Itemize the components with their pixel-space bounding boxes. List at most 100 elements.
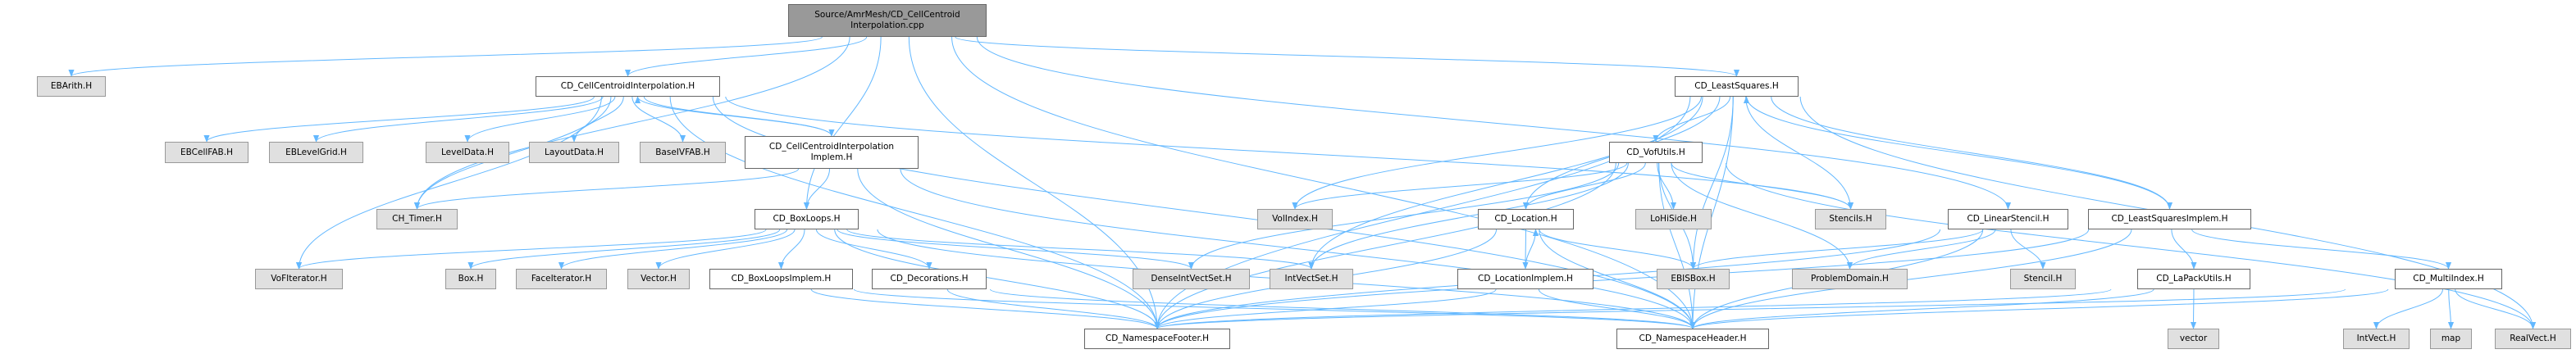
edge-vofutils-to-ivs: [1308, 162, 1629, 270]
edge-root-to-nsheader: [951, 36, 1696, 329]
edge-multiindex-to-realvect: [2455, 288, 2537, 329]
edge-leastsquares-to-lsimpl: [1771, 96, 2173, 210]
node-faceiterator: FaceIterator.H: [516, 269, 607, 289]
node-lapack[interactable]: CD_LaPackUtils.H: [2137, 269, 2250, 289]
edge-cci-to-ebcellfab: [203, 96, 595, 143]
edge-root-to-leastsquares: [955, 36, 1739, 77]
edge-decorations-to-nsheader: [989, 288, 1696, 329]
node-lohiside: LoHiSide.H: [1635, 209, 1712, 229]
node-ebisbox: EBISBox.H: [1657, 269, 1730, 289]
edge-vofutils-to-denseivs: [1188, 162, 1620, 270]
edge-lsimpl-to-multiindex: [2191, 229, 2451, 270]
edge-linearstencil-to-ebisbox: [1690, 229, 1984, 270]
edge-lsimpl-to-lapack: [2171, 229, 2197, 270]
edge-cci-to-stencils: [725, 96, 1853, 210]
edge-lsimpl-to-leastsquares: [1743, 96, 2170, 210]
node-denseivs: DenseIntVectSet.H: [1133, 269, 1250, 289]
edge-vofutils-to-stencils: [1671, 162, 1854, 210]
node-problemdomain: ProblemDomain.H: [1792, 269, 1908, 289]
node-baseivfab: BaseIVFAB.H: [640, 142, 726, 163]
edge-vofutils-to-realvect: [1726, 162, 2537, 329]
node-cciimpl[interactable]: CD_CellCentroidInterpolation Implem.H: [745, 136, 919, 169]
edge-multiindex-to-nsfooter: [1154, 288, 2346, 329]
edge-boxloops-to-decorations: [815, 229, 932, 270]
edge-locationimpl-to-location: [1525, 229, 1539, 270]
edge-boxloops-to-vectorh: [655, 229, 796, 270]
edge-leastsquares-to-stencils: [1745, 96, 1854, 210]
edge-boxloops-to-boxloopsimpl: [777, 229, 805, 270]
edge-boxloopsimpl-to-nsfooter: [810, 288, 1160, 329]
node-leastsquares[interactable]: CD_LeastSquares.H: [1675, 76, 1799, 97]
edge-vofutils-to-nsheader: [1658, 162, 1696, 329]
edge-cci-to-nsfooter: [669, 96, 1160, 329]
edge-decorations-to-nsfooter: [946, 288, 1160, 329]
edge-cciimpl-to-chtimer: [414, 168, 800, 210]
edge-linearstencil-to-stencil: [2010, 229, 2046, 270]
node-locationimpl[interactable]: CD_LocationImplem.H: [1457, 269, 1593, 289]
edge-lsimpl-to-nsfooter: [1154, 229, 2090, 329]
node-lsimpl[interactable]: CD_LeastSquaresImplem.H: [2088, 209, 2251, 229]
edge-vofutils-to-lohiside: [1657, 162, 1677, 210]
edge-cci-to-eblevelgrid: [313, 96, 604, 143]
node-chtimer: CH_Timer.H: [376, 209, 458, 229]
node-ivs: IntVectSet.H: [1270, 269, 1353, 289]
edge-leastsquares-to-ebisbox: [1689, 96, 1734, 270]
edge-lapack-to-nsheader: [1689, 288, 2154, 329]
edge-locationimpl-to-nsheader: [1538, 288, 1696, 329]
node-root[interactable]: Source/AmrMesh/CD_CellCentroid Interpola…: [788, 4, 987, 37]
edge-root-to-chtimer: [413, 36, 850, 210]
node-nsfooter[interactable]: CD_NamespaceFooter.H: [1084, 329, 1230, 349]
edge-lapack-to-nsfooter: [1154, 288, 2112, 329]
node-cci[interactable]: CD_CellCentroidInterpolation.H: [536, 76, 720, 97]
edge-boxloops-to-ivs: [846, 229, 1315, 270]
node-boxloopsimpl[interactable]: CD_BoxLoopsImplem.H: [709, 269, 853, 289]
edge-root-to-cci: [625, 36, 868, 77]
node-vector: vector: [2168, 329, 2219, 349]
edge-cciimpl-to-nsheader: [900, 168, 1696, 329]
node-map: map: [2430, 329, 2472, 349]
edge-vofutils-to-volindex: [1292, 162, 1628, 210]
node-leveldata: LevelData.H: [426, 142, 509, 163]
node-multiindex[interactable]: CD_MultiIndex.H: [2395, 269, 2502, 289]
edge-boxloops-to-box: [467, 229, 781, 270]
edge-location-to-nsheader: [1539, 229, 1696, 329]
edge-root-to-linearstencil: [976, 36, 2011, 210]
edge-cciimpl-to-cci: [634, 96, 832, 137]
edge-vofutils-to-nsfooter: [1154, 162, 1616, 329]
edge-boxloops-to-vofiterator: [296, 229, 767, 270]
edge-cci-to-layoutdata: [571, 96, 624, 143]
node-volindex: VolIndex.H: [1257, 209, 1333, 229]
edge-leastsquares-to-vofutils: [1653, 96, 1731, 143]
node-vofutils[interactable]: CD_VofUtils.H: [1609, 142, 1703, 163]
node-realvect: RealVect.H: [2495, 329, 2571, 349]
edge-cci-to-vofiterator: [295, 96, 602, 270]
node-location[interactable]: CD_Location.H: [1478, 209, 1574, 229]
edge-multiindex-to-intvect: [2373, 288, 2443, 329]
node-stencils: Stencils.H: [1815, 209, 1886, 229]
edge-leastsquares-to-volindex: [1292, 96, 1702, 210]
edge-cciimpl-to-boxloops: [803, 168, 831, 210]
node-vofiterator: VoFIterator.H: [255, 269, 343, 289]
node-intvect: IntVect.H: [2343, 329, 2410, 349]
edge-boxloops-to-faceiterator: [559, 229, 788, 270]
edge-leastsquares-to-nsheader: [1689, 96, 1734, 329]
node-decorations[interactable]: CD_Decorations.H: [872, 269, 987, 289]
node-linearstencil[interactable]: CD_LinearStencil.H: [1948, 209, 2068, 229]
node-vectorh: Vector.H: [627, 269, 690, 289]
edge-boxloops-to-nsfooter: [834, 229, 1160, 329]
node-nsheader[interactable]: CD_NamespaceHeader.H: [1616, 329, 1769, 349]
edge-locationimpl-to-nsfooter: [1154, 288, 1497, 329]
node-layoutdata: LayoutData.H: [529, 142, 619, 163]
edge-vofutils-to-location: [1522, 162, 1646, 210]
edge-location-to-ebisbox: [1539, 229, 1697, 270]
edge-multiindex-to-nsheader: [1689, 288, 2389, 329]
edge-cci-to-baseivfab: [631, 96, 686, 143]
node-boxloops[interactable]: CD_BoxLoops.H: [755, 209, 859, 229]
edge-boxloopsimpl-to-nsheader: [853, 288, 1696, 329]
node-eblevelgrid: EBLevelGrid.H: [269, 142, 363, 163]
edge-boxloops-to-denseivs: [837, 229, 1194, 270]
node-box: Box.H: [445, 269, 496, 289]
edge-vofutils-to-problemdomain: [1671, 162, 1853, 270]
